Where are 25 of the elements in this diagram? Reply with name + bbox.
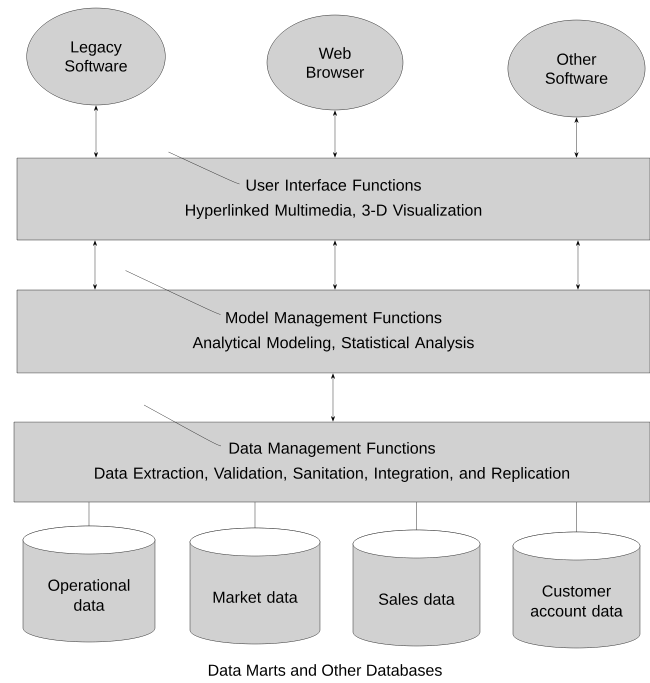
connector-line bbox=[576, 502, 577, 532]
double-arrow bbox=[574, 118, 578, 158]
double-arrow bbox=[94, 106, 98, 158]
function-layer-band: User Interface Functions Hyperlinked Multimedia, 3-D Visualization bbox=[16, 158, 650, 240]
ellipse-node: Other Software bbox=[508, 20, 646, 118]
double-arrow bbox=[333, 110, 337, 158]
double-arrow bbox=[333, 240, 337, 290]
database-cylinder: Operational data bbox=[22, 526, 156, 642]
double-arrow bbox=[331, 374, 335, 422]
connector-line bbox=[416, 502, 417, 530]
leader-line bbox=[125, 270, 221, 315]
connector-line bbox=[88, 502, 90, 526]
database-cylinder: Market data bbox=[190, 528, 320, 644]
database-cylinder: Sales data bbox=[352, 530, 480, 646]
function-layer-band: Model Management Functions Analytical Modeling, Statistical Analysis bbox=[16, 290, 650, 374]
database-cylinder: Customer account data bbox=[512, 532, 640, 648]
double-arrow bbox=[576, 240, 580, 290]
leader-line bbox=[168, 152, 240, 184]
leader-line bbox=[144, 404, 222, 446]
caption: Data Marts and Other Databases bbox=[208, 664, 442, 676]
ellipse-node: Legacy Software bbox=[26, 8, 166, 106]
function-layer-band: Data Management Functions Data Extraction, Validation, Sanitation, Integration, and Replication bbox=[14, 422, 650, 502]
connector-line bbox=[254, 502, 256, 528]
ellipse-node: Web Browser bbox=[266, 14, 404, 110]
double-arrow bbox=[93, 240, 97, 290]
